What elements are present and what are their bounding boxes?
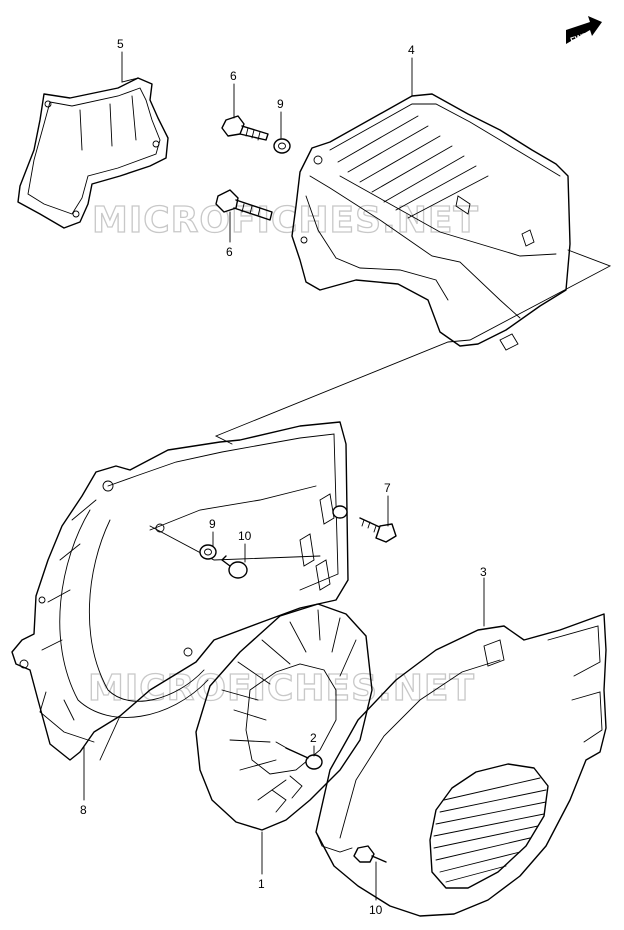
callout-5: 5 [117,37,124,51]
leader-lines [83,51,485,901]
part-10-screw-middle [221,555,248,579]
callout-6-lower: 6 [226,245,233,259]
callout-3: 3 [480,565,487,579]
part-10-screw-bottom [353,845,387,863]
callout-9-middle: 9 [209,517,216,531]
part-9-washer-middle [199,544,217,560]
part-6-bolt-upper [221,115,269,141]
fwd-arrow-icon: FWD [566,16,602,45]
callout-6-upper: 6 [230,69,237,83]
callout-10-bottom: 10 [369,903,383,917]
callout-7: 7 [384,481,391,495]
part-2-bolt [275,741,323,770]
callout-2: 2 [310,731,317,745]
callout-9-upper: 9 [277,97,284,111]
part-3-fan-cover [315,613,607,917]
part-1-cooling-fan [195,603,373,831]
callout-4: 4 [408,43,415,57]
part-9-washer-upper [273,138,291,154]
part-6-bolt-lower [215,189,273,221]
part-5-small-cover [17,77,169,229]
watermark-top: MICROFICHES.NET [92,200,479,241]
callout-1: 1 [258,877,265,891]
assembly-guide-line [214,249,612,445]
callout-10-middle: 10 [238,529,252,543]
part-4-duct-cover [291,93,571,351]
callout-8: 8 [80,803,87,817]
part-8-fan-housing [11,421,349,761]
part-7-screw [332,505,397,543]
